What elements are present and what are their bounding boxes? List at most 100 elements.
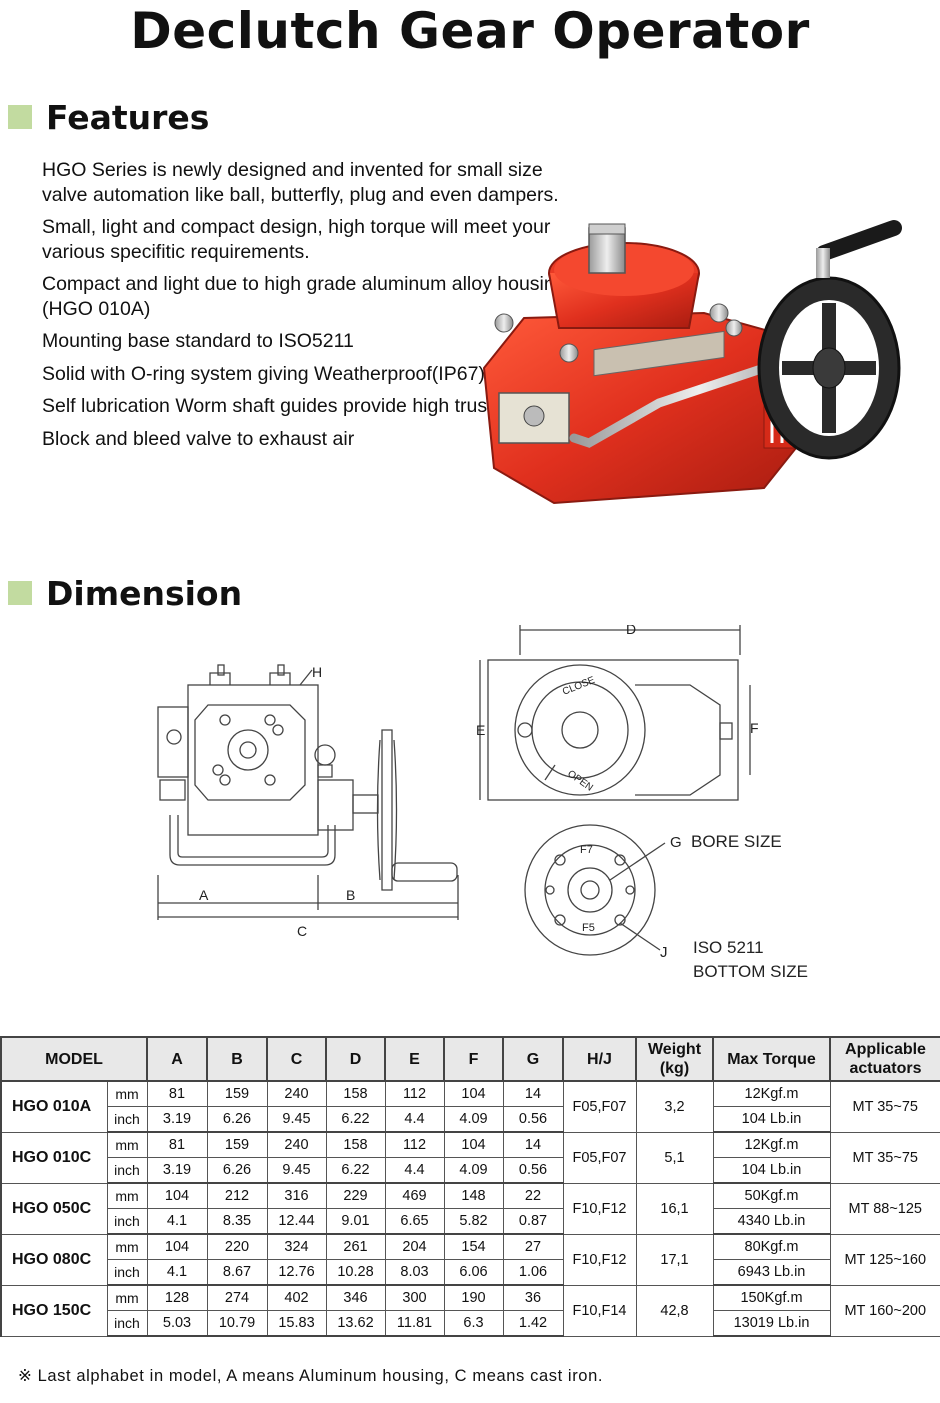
header-weight-line1: Weight — [647, 1041, 702, 1058]
value-cell: 112 — [384, 1131, 445, 1158]
header-model: MODEL — [0, 1036, 148, 1082]
actuator-cell: MT 160~200 — [829, 1284, 940, 1337]
unit-cell: mm — [106, 1182, 148, 1209]
value-cell: 4.09 — [443, 1157, 504, 1184]
front-view — [479, 625, 751, 801]
value-cell: 1.42 — [502, 1310, 564, 1337]
dim-label-g: G — [670, 834, 682, 851]
model-cell: HGO 050C — [0, 1182, 108, 1235]
value-cell: 81 — [146, 1080, 208, 1107]
torque-kgf-cell: 50Kgf.m — [712, 1182, 831, 1209]
value-cell: 13.62 — [325, 1310, 386, 1337]
unit-cell: inch — [106, 1208, 148, 1235]
value-cell: 6.22 — [325, 1157, 386, 1184]
hj-cell: F05,F07 — [562, 1080, 637, 1133]
value-cell: 300 — [384, 1284, 445, 1311]
value-cell: 6.3 — [443, 1310, 504, 1337]
value-cell: 158 — [325, 1080, 386, 1107]
unit-cell: inch — [106, 1259, 148, 1286]
value-cell: 0.87 — [502, 1208, 564, 1235]
features-list: HGO Series is newly designed and invente… — [42, 158, 582, 459]
torque-lbin-cell: 104 Lb.in — [712, 1106, 831, 1133]
actuator-cell: MT 125~160 — [829, 1233, 940, 1286]
dim-label-b: B — [346, 887, 355, 903]
header-hj: H/J — [562, 1036, 637, 1082]
torque-lbin-cell: 104 Lb.in — [712, 1157, 831, 1184]
header-c: C — [266, 1036, 327, 1082]
header-e: E — [384, 1036, 445, 1082]
value-cell: 4.4 — [384, 1106, 445, 1133]
value-cell: 316 — [266, 1182, 327, 1209]
hj-cell: F05,F07 — [562, 1131, 637, 1184]
header-g: G — [502, 1036, 564, 1082]
value-cell: 104 — [443, 1080, 504, 1107]
torque-kgf-cell: 150Kgf.m — [712, 1284, 831, 1311]
flange-view — [524, 824, 666, 956]
value-cell: 0.56 — [502, 1106, 564, 1133]
dim-label-c: C — [297, 923, 307, 939]
value-cell: 240 — [266, 1080, 327, 1107]
value-cell: 261 — [325, 1233, 386, 1260]
bore-size-label: BORE SIZE — [691, 832, 782, 851]
value-cell: 12.44 — [266, 1208, 327, 1235]
handwheel-icon — [757, 220, 902, 460]
value-cell: 27 — [502, 1233, 564, 1260]
value-cell: 402 — [266, 1284, 327, 1311]
iso-label: ISO 5211 — [693, 938, 764, 957]
torque-lbin-cell: 6943 Lb.in — [712, 1259, 831, 1286]
weight-cell: 42,8 — [635, 1284, 714, 1337]
dim-label-e: E — [476, 722, 485, 738]
value-cell: 8.67 — [206, 1259, 268, 1286]
weight-cell: 3,2 — [635, 1080, 714, 1133]
value-cell: 15.83 — [266, 1310, 327, 1337]
feature-item: Mounting base standard to ISO5211 — [42, 330, 354, 352]
model-cell: HGO 080C — [0, 1233, 108, 1286]
value-cell: 10.28 — [325, 1259, 386, 1286]
product-photo — [482, 220, 902, 505]
bottom-size-label: BOTTOM SIZE — [693, 962, 808, 981]
unit-cell: mm — [106, 1233, 148, 1260]
header-actuators: Applicable actuators — [829, 1036, 940, 1082]
value-cell: 81 — [146, 1131, 208, 1158]
value-cell: 4.4 — [384, 1157, 445, 1184]
footnote: ※ Last alphabet in model, A means Alumin… — [18, 1367, 604, 1385]
weight-cell: 17,1 — [635, 1233, 714, 1286]
dim-label-f: F — [750, 720, 759, 736]
value-cell: 154 — [443, 1233, 504, 1260]
header-a: A — [146, 1036, 208, 1082]
unit-cell: mm — [106, 1080, 148, 1107]
value-cell: 4.09 — [443, 1106, 504, 1133]
value-cell: 10.79 — [206, 1310, 268, 1337]
value-cell: 229 — [325, 1182, 386, 1209]
value-cell: 5.03 — [146, 1310, 208, 1337]
value-cell: 1.06 — [502, 1259, 564, 1286]
dim-label-d: D — [626, 625, 636, 637]
weight-cell: 5,1 — [635, 1131, 714, 1184]
header-weight: Weight (kg) — [635, 1036, 714, 1082]
model-cell: HGO 150C — [0, 1284, 108, 1337]
value-cell: 9.45 — [266, 1157, 327, 1184]
features-heading: Features — [8, 97, 209, 137]
value-cell: 0.56 — [502, 1157, 564, 1184]
value-cell: 158 — [325, 1131, 386, 1158]
value-cell: 104 — [146, 1182, 208, 1209]
unit-cell: mm — [106, 1284, 148, 1311]
f7-label: F7 — [580, 844, 593, 856]
model-cell: HGO 010C — [0, 1131, 108, 1184]
value-cell: 220 — [206, 1233, 268, 1260]
value-cell: 240 — [266, 1131, 327, 1158]
unit-cell: mm — [106, 1131, 148, 1158]
header-b: B — [206, 1036, 268, 1082]
torque-kgf-cell: 12Kgf.m — [712, 1080, 831, 1107]
feature-item: Compact and light due to high grade alum… — [42, 273, 571, 320]
header-actuators-line1: Applicable — [845, 1041, 926, 1058]
value-cell: 22 — [502, 1182, 564, 1209]
feature-item: Small, light and compact design, high to… — [42, 216, 551, 263]
